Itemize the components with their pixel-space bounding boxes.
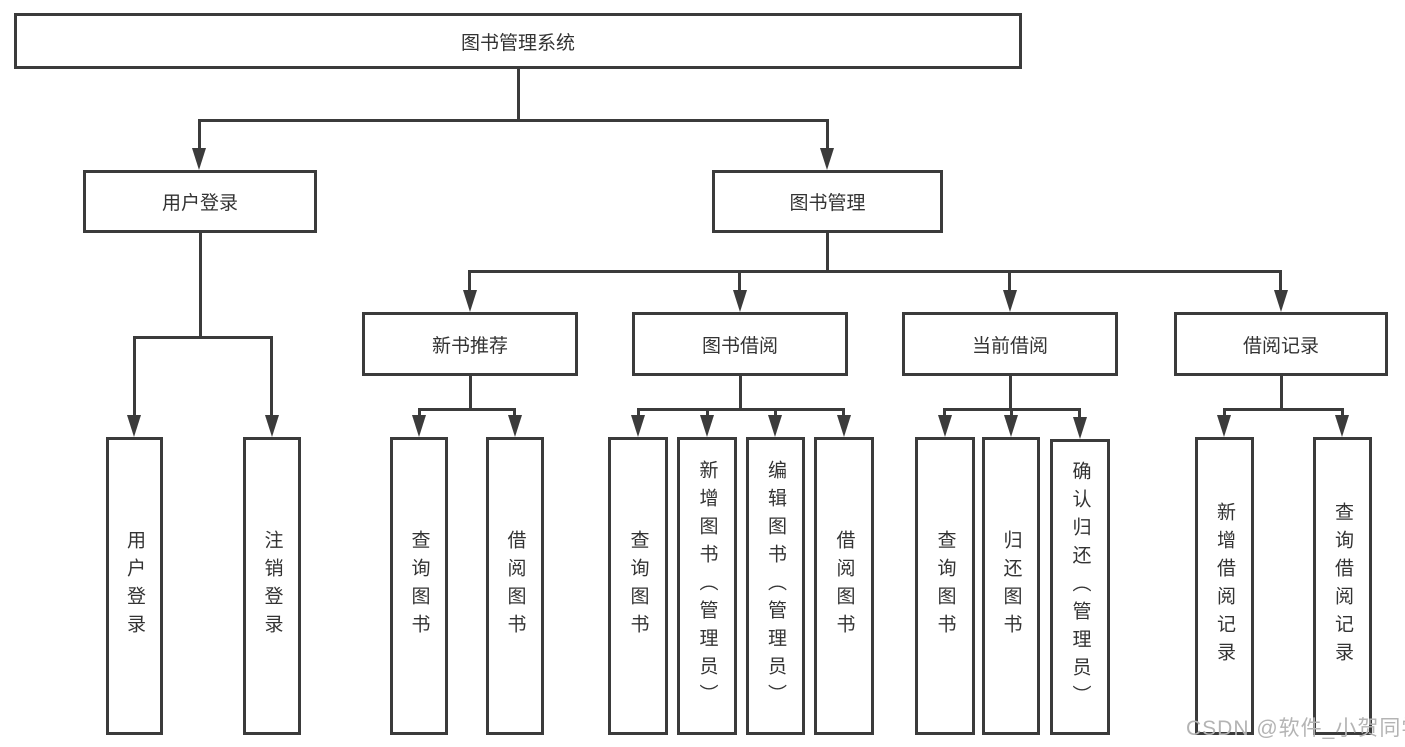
node-label: 借阅记录 (1242, 335, 1319, 357)
connector-line (826, 119, 829, 152)
connector-line (517, 69, 520, 119)
connector-line (637, 408, 640, 419)
node-label: 查询图书 (934, 530, 956, 642)
connector-line (133, 336, 136, 419)
connector-line (133, 336, 273, 339)
arrow-head (820, 148, 834, 170)
leaf-add-book-admin: 新增图书（管理员） (677, 437, 737, 735)
connector-line (739, 376, 742, 408)
node-label: 新增图书（管理员） (696, 460, 718, 712)
node-label: 查询借阅记录 (1332, 502, 1353, 670)
connector-line (198, 119, 201, 152)
connector-line (738, 270, 741, 294)
connector-line (1279, 270, 1282, 294)
leaf-query-book-3: 查询图书 (915, 437, 975, 735)
leaf-query-book-1: 查询图书 (390, 437, 448, 735)
arrow-head (265, 415, 279, 437)
leaf-logout: 注销登录 (243, 437, 301, 735)
connector-line (1008, 270, 1011, 294)
leaf-user-login: 用户登录 (106, 437, 163, 735)
arrow-head (1003, 290, 1017, 312)
watermark: CSDN @软件_小贺同学 (1186, 717, 1405, 740)
connector-line (468, 270, 471, 294)
node-label: 新书推荐 (431, 335, 508, 357)
node-label: 归还图书 (1000, 530, 1022, 642)
connector-line (469, 376, 472, 408)
connector-line (842, 408, 845, 419)
node-label: 当前借阅 (971, 335, 1048, 357)
node-user-login-branch: 用户登录 (83, 170, 317, 233)
node-current-borrow: 当前借阅 (902, 312, 1118, 376)
node-new-book-recommend: 新书推荐 (362, 312, 578, 376)
node-label: 用户登录 (161, 193, 238, 214)
arrow-head (1335, 415, 1349, 437)
node-label: 图书管理系统 (460, 32, 575, 54)
node-label: 图书管理 (789, 193, 866, 214)
leaf-return-book: 归还图书 (982, 437, 1040, 735)
node-label: 注销登录 (261, 530, 283, 642)
node-label: 图书借阅 (701, 335, 778, 357)
node-label: 用户登录 (124, 530, 145, 642)
connector-line (418, 408, 421, 419)
connector-line (270, 336, 273, 419)
connector-line (1223, 408, 1226, 419)
leaf-borrow-book-2: 借阅图书 (814, 437, 874, 735)
arrow-head (463, 290, 477, 312)
arrow-head (700, 415, 714, 437)
arrow-head (1217, 415, 1231, 437)
node-label: 查询图书 (627, 530, 649, 642)
arrow-head (508, 415, 522, 437)
arrow-head (733, 290, 747, 312)
arrow-head (631, 415, 645, 437)
node-label: 编辑图书（管理员） (765, 460, 786, 712)
node-label: 确认归还（管理员） (1069, 461, 1091, 713)
node-label: 查询图书 (408, 530, 430, 642)
connector-line (198, 119, 829, 122)
arrow-head (127, 415, 141, 437)
node-label: 新增借阅记录 (1214, 502, 1235, 670)
arrow-head (768, 415, 782, 437)
connector-line (1078, 408, 1081, 419)
arrow-head (412, 415, 426, 437)
connector-line (826, 233, 829, 270)
connector-line (774, 408, 777, 419)
connector-line (1223, 408, 1343, 411)
connector-line (513, 408, 516, 419)
connector-line (706, 408, 709, 419)
leaf-query-borrow-record: 查询借阅记录 (1313, 437, 1372, 735)
leaf-borrow-book-1: 借阅图书 (486, 437, 544, 735)
node-root-system: 图书管理系统 (14, 13, 1022, 69)
node-label: 借阅图书 (833, 530, 855, 642)
connector-line (1280, 376, 1283, 408)
arrow-head (1073, 417, 1087, 439)
node-borrow-records: 借阅记录 (1174, 312, 1388, 376)
connector-line (199, 233, 202, 336)
leaf-query-book-2: 查询图书 (608, 437, 668, 735)
node-label: 借阅图书 (504, 530, 526, 642)
connector-line (468, 270, 1282, 273)
node-book-management-branch: 图书管理 (712, 170, 943, 233)
arrow-head (938, 415, 952, 437)
arrow-head (1004, 415, 1018, 437)
connector-line (1341, 408, 1344, 419)
leaf-add-borrow-record: 新增借阅记录 (1195, 437, 1254, 735)
connector-line (943, 408, 946, 419)
arrow-head (837, 415, 851, 437)
connector-line (1009, 376, 1012, 408)
node-book-borrow: 图书借阅 (632, 312, 848, 376)
connector-line (418, 408, 516, 411)
leaf-confirm-return-admin: 确认归还（管理员） (1050, 439, 1110, 735)
connector-line (637, 408, 845, 411)
connector-line (1010, 408, 1013, 419)
leaf-edit-book-admin: 编辑图书（管理员） (746, 437, 805, 735)
arrow-head (192, 148, 206, 170)
arrow-head (1274, 290, 1288, 312)
